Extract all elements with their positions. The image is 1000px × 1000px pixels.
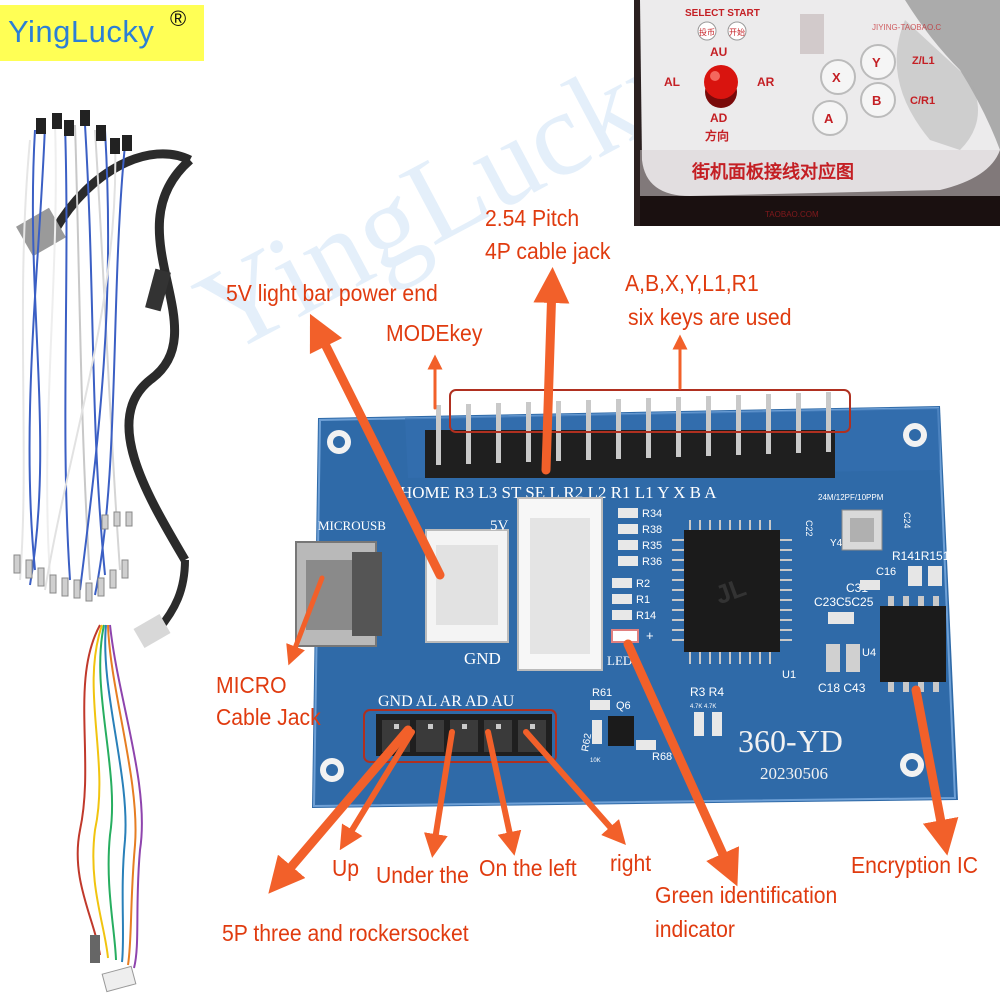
- label-right: right: [610, 850, 652, 876]
- pcb-ref-r34: R34: [642, 508, 662, 520]
- pcb-joystick-labels: GND AL AR AD AU: [378, 693, 515, 710]
- pcb-ref-r14: R14: [636, 610, 656, 622]
- label-six-keys-line1: A,B,X,Y,L1,R1: [625, 270, 759, 296]
- inset-au: AU: [710, 45, 727, 59]
- svg-text:+: +: [646, 628, 654, 643]
- label-pitch-line1: 2.54 Pitch: [485, 205, 580, 231]
- pcb-ref-r1: R1: [636, 594, 650, 606]
- pcb-microusb-label: MICROUSB: [318, 518, 386, 533]
- label-under: Under the: [376, 862, 469, 888]
- label-mode-key: MODEkey: [386, 320, 483, 346]
- inset-key-a: A: [824, 111, 834, 126]
- label-left: On the left: [479, 855, 577, 881]
- pcb-ref-u4: U4: [862, 647, 876, 659]
- pcb-model: 360-YD: [738, 723, 843, 759]
- pcb-ref-r10k: 10K: [590, 758, 601, 764]
- inset-key-b: B: [872, 93, 881, 108]
- pcb-ref-r38: R38: [642, 524, 662, 536]
- pcb-led-label: LED: [607, 653, 632, 668]
- inset-url-top: JIYING-TAOBAO.C: [872, 23, 941, 32]
- label-up: Up: [332, 855, 360, 881]
- pcb-crystal-spec: 24M/12PF/10PPM: [818, 493, 884, 502]
- pcb-ref-c22: C22: [804, 520, 814, 537]
- pcb-ref-r61: R61: [592, 687, 612, 699]
- label-encryption: Encryption IC: [851, 852, 979, 878]
- pcb-date: 20230506: [760, 764, 828, 783]
- inset-coin-label: 投币: [699, 27, 715, 37]
- inset-caption: 街机面板接线对应图: [691, 161, 854, 182]
- pcb-board: HOME R3 L3 ST SE L R2 L2 R1 L1 Y X B A 2…: [295, 392, 958, 808]
- six-keys-highlight: [449, 389, 851, 433]
- joystick-header-highlight: [363, 709, 557, 763]
- pcb-ref-r141r151: R141R151: [892, 549, 950, 563]
- inset-ad: AD: [710, 111, 728, 125]
- label-socket: 5P three and rockersocket: [222, 920, 469, 946]
- pcb-ref-r41: 4.7K 4.7K: [690, 704, 716, 710]
- registered-mark: ®: [170, 6, 187, 31]
- inset-key-cr1: C/R1: [910, 95, 935, 107]
- label-six-keys-line2: six keys are used: [628, 304, 792, 330]
- inset-al: AL: [664, 75, 680, 89]
- label-micro-line1: MICRO: [216, 672, 287, 698]
- pcb-pin-labels: HOME R3 L3 ST SE L R2 L2 R1 L1 Y X B A: [400, 483, 717, 502]
- pcb-ref-r3r4: R3 R4: [690, 685, 724, 699]
- pcb-ref-c16: C16: [876, 566, 896, 578]
- pcb-ref-r36: R36: [642, 556, 662, 568]
- inset-url-bottom: TAOBAO.COM: [765, 210, 819, 219]
- inset-key-y: Y: [872, 55, 881, 70]
- label-green-line2: indicator: [655, 916, 735, 942]
- label-micro-line2: Cable Jack: [216, 704, 321, 730]
- label-light-bar: 5V light bar power end: [226, 280, 438, 306]
- pcb-gnd-label: GND: [464, 649, 501, 668]
- pcb-ref-r2: R2: [636, 578, 650, 590]
- pcb-ref-u1: U1: [782, 669, 796, 681]
- inset-direction: 方向: [705, 128, 729, 143]
- pcb-ref-c23c5c25: C23C5C25: [814, 595, 874, 609]
- pcb-ref-r35: R35: [642, 540, 662, 552]
- pcb-ref-c18c43: C18 C43: [818, 681, 866, 695]
- pcb-ref-q6: Q6: [616, 700, 631, 712]
- label-pitch-line2: 4P cable jack: [485, 238, 611, 264]
- label-green-line1: Green identification: [655, 882, 838, 908]
- inset-ar: AR: [757, 75, 775, 89]
- brand-banner: [0, 5, 204, 61]
- pcb-ref-y4: Y4: [830, 538, 843, 549]
- pcb-ref-r62: R62: [580, 732, 594, 752]
- inset-key-x: X: [832, 70, 841, 85]
- inset-start-label: 开始: [729, 27, 745, 37]
- wire-harness: [13, 110, 193, 649]
- inset-select-start: SELECT START: [685, 8, 760, 19]
- callout-arrows: [268, 267, 959, 894]
- pcb-5v-label: 5V: [490, 518, 509, 534]
- brand-name: YingLucky: [8, 14, 155, 49]
- pcb-ref-r68: R68: [652, 751, 672, 763]
- arcade-panel-inset: SELECT START 投币 开始 AU AL AR AD 方向 X Y B …: [634, 0, 1000, 226]
- pcb-ref-c24: C24: [902, 512, 912, 529]
- colored-cable: [76, 624, 143, 993]
- inset-key-zl1: Z/L1: [912, 55, 935, 67]
